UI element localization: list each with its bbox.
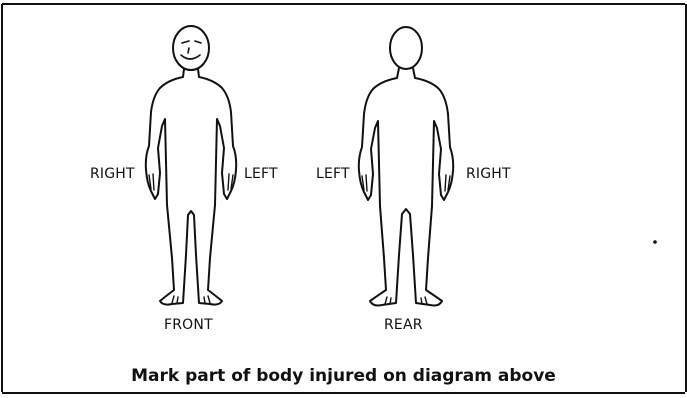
form-border xyxy=(2,4,686,393)
front-right-side-label: RIGHT xyxy=(90,166,135,182)
rear-head-outline xyxy=(390,27,422,69)
front-face xyxy=(181,41,201,59)
diagram-caption: Mark part of body injured on diagram abo… xyxy=(0,366,687,386)
rear-body-figure xyxy=(359,27,453,306)
rear-right-side-label: RIGHT xyxy=(466,166,511,182)
front-body-outline xyxy=(146,69,236,305)
front-head-outline xyxy=(173,26,209,70)
rear-view-label: REAR xyxy=(384,317,423,333)
stray-mark xyxy=(653,240,657,244)
front-fingers xyxy=(149,174,233,190)
front-view-label: FRONT xyxy=(164,317,213,333)
rear-fingers xyxy=(362,175,450,191)
front-toes xyxy=(172,296,210,303)
rear-body-outline xyxy=(359,68,453,306)
front-left-side-label: LEFT xyxy=(244,166,278,182)
rear-left-side-label: LEFT xyxy=(316,166,350,182)
front-body-figure xyxy=(146,26,236,305)
